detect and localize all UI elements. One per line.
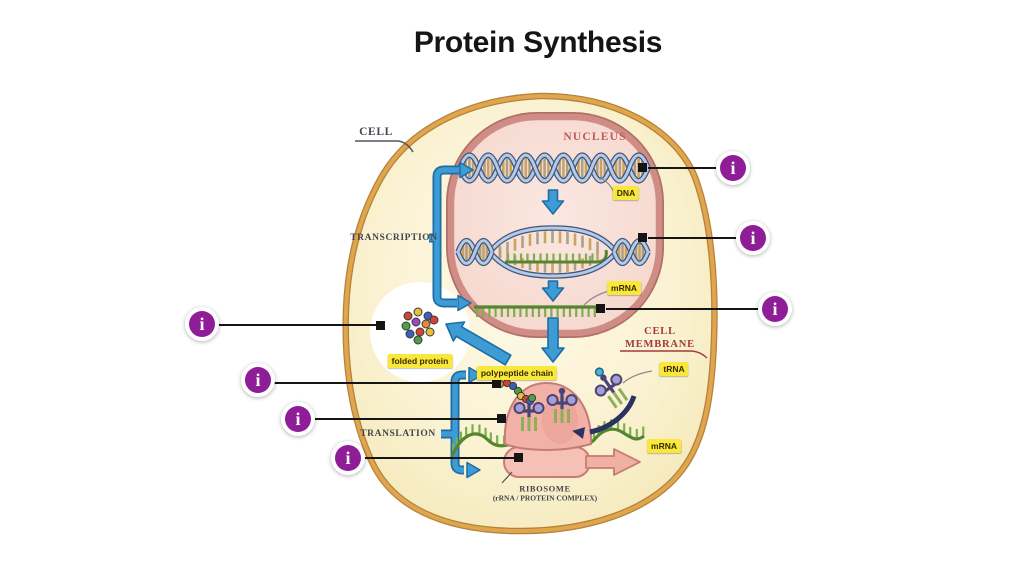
marker-mrna (596, 304, 605, 313)
membrane-label-leader (620, 350, 708, 359)
ribosome-label-leader (501, 471, 513, 484)
info-button-ribosome[interactable]: i (331, 441, 365, 475)
info-icon: i (740, 225, 766, 251)
folded-protein (401, 307, 439, 345)
info-button-polypeptide[interactable]: i (241, 363, 275, 397)
info-button-transcription[interactable]: i (736, 221, 770, 255)
connector-folded-protein (205, 324, 380, 327)
page-title: Protein Synthesis (413, 26, 663, 59)
info-button-trna-site[interactable]: i (281, 402, 315, 436)
info-icon: i (245, 367, 271, 393)
connector-transcription (648, 237, 755, 240)
transcription-label: TRANSCRIPTION (350, 233, 438, 243)
ribosome-label: RIBOSOME (rRNA / PROTEIN COMPLEX) (492, 483, 598, 503)
cell-membrane-label: CELL MEMBRANE (625, 326, 695, 350)
process-arrows (429, 161, 565, 479)
nucleus (446, 112, 664, 338)
connector-polypeptide (262, 382, 497, 385)
connector-ribosome (352, 457, 519, 460)
marker-folded-protein (376, 321, 385, 330)
marker-transcription (638, 233, 647, 242)
mrna-nucleus-label: mRNA (607, 281, 641, 295)
info-button-dna[interactable]: i (716, 151, 750, 185)
folded-protein-label: folded protein (387, 354, 453, 368)
connector-mrna (606, 308, 777, 311)
info-icon: i (189, 311, 215, 337)
connector-trna-site (302, 418, 502, 421)
marker-trna-site (497, 414, 506, 423)
cell-label-leader (355, 140, 414, 153)
translation-complex (450, 367, 645, 478)
mrna-cytoplasm-label: mRNA (647, 439, 681, 453)
cell-label: CELL (359, 126, 393, 138)
info-icon: i (720, 155, 746, 181)
transcription-bubble (455, 225, 651, 279)
info-icon: i (285, 406, 311, 432)
info-button-folded-protein[interactable]: i (185, 307, 219, 341)
mrna-strand (474, 305, 597, 317)
marker-ribosome (514, 453, 523, 462)
nucleus-label: NUCLEUS (563, 131, 627, 143)
dna-label: DNA (612, 186, 640, 200)
info-icon: i (762, 296, 788, 322)
translation-label: TRANSLATION (360, 429, 436, 439)
trna-label: tRNA (659, 362, 689, 376)
info-icon: i (335, 445, 361, 471)
polypeptide-chain-label: polypeptide chain (476, 366, 558, 380)
label-leaders (583, 176, 653, 384)
marker-polypeptide (492, 379, 501, 388)
marker-dna (638, 163, 647, 172)
connector-dna (648, 167, 735, 170)
info-button-mrna[interactable]: i (758, 292, 792, 326)
